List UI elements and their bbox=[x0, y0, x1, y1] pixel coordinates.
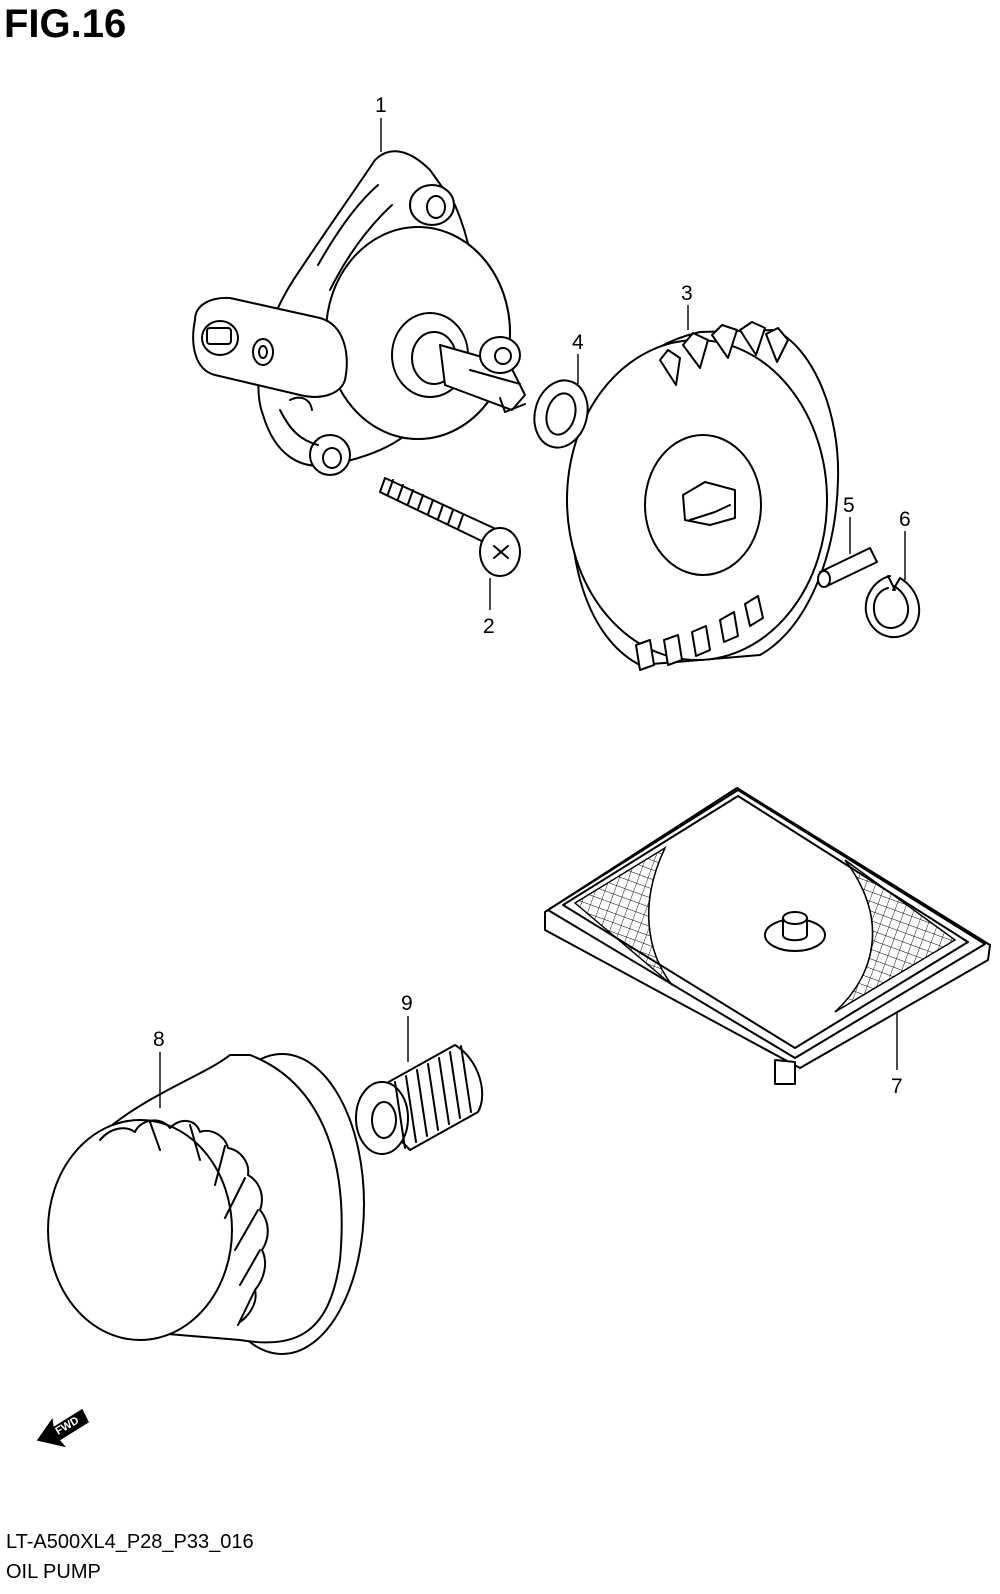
figure-title: FIG.16 bbox=[4, 2, 127, 46]
part-6-circlip bbox=[864, 575, 921, 639]
callout-7: 7 bbox=[891, 1075, 903, 1098]
fwd-arrow-icon: FWD bbox=[36, 1408, 89, 1448]
model-code: LT-A500XL4_P28_P33_016 bbox=[6, 1531, 254, 1553]
callout-8: 8 bbox=[153, 1028, 165, 1051]
leader-lines bbox=[159, 118, 906, 1108]
callout-6: 6 bbox=[899, 508, 911, 531]
callout-3: 3 bbox=[681, 282, 693, 305]
part-5-pin bbox=[817, 547, 878, 588]
part-9-union-bolt bbox=[355, 1044, 484, 1155]
callout-9: 9 bbox=[401, 992, 413, 1015]
part-8-oil-filter bbox=[47, 1053, 365, 1355]
callout-2: 2 bbox=[483, 615, 495, 638]
section-name: OIL PUMP bbox=[6, 1561, 101, 1583]
callout-5: 5 bbox=[843, 494, 855, 517]
callout-1: 1 bbox=[375, 94, 387, 117]
part-2-bolt bbox=[379, 477, 521, 577]
part-7-oil-strainer bbox=[544, 787, 991, 1085]
part-4-washer bbox=[533, 379, 589, 449]
part-1-oil-pump-assembly bbox=[192, 150, 526, 476]
callout-4: 4 bbox=[572, 331, 584, 354]
part-3-driven-gear bbox=[566, 321, 840, 671]
